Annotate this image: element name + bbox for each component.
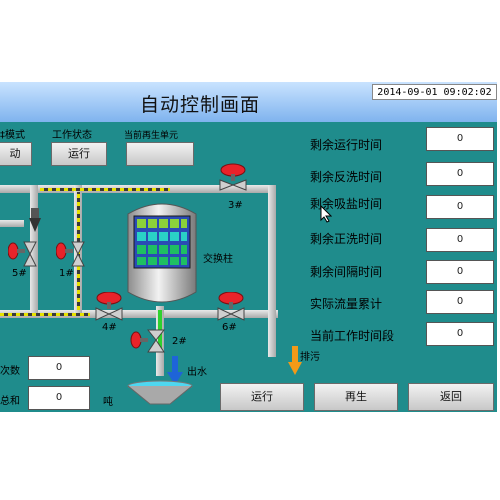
total-label: 总和 [0, 396, 20, 407]
valve-6-icon[interactable] [214, 292, 248, 322]
regen-unit-button[interactable] [126, 142, 194, 166]
mode-label: ‡模式 [0, 130, 25, 141]
title-bar: 自动控制画面 2014-09-01 09:02:02 [0, 82, 497, 122]
regenerate-button[interactable]: 再生 [314, 383, 398, 411]
drain-pipe [268, 185, 276, 357]
valve-1-label: 1# [59, 268, 74, 279]
timer-label-interval: 剩余间隔时间 [310, 265, 383, 279]
regen-unit-label: 当前再生单元 [124, 131, 179, 141]
timer-label-run: 剩余运行时间 [310, 138, 383, 152]
valve-4-label: 4# [102, 322, 117, 333]
middle-pipe [0, 310, 278, 318]
timer-value-backwash[interactable]: 0 [426, 162, 494, 186]
vessel-label: 交换柱 [203, 254, 233, 265]
valve-2-icon[interactable] [130, 328, 170, 354]
valve-6-label: 6# [222, 322, 237, 333]
mouse-cursor-icon [320, 205, 332, 223]
count-label: 次数 [0, 366, 20, 377]
work-state-button[interactable]: 运行 [51, 142, 107, 166]
count-value[interactable]: 0 [28, 356, 90, 380]
flow-total-value[interactable]: 0 [426, 290, 494, 314]
drain-arrow-icon [288, 346, 302, 375]
water-basin-icon [127, 380, 193, 405]
run-button[interactable]: 运行 [220, 383, 304, 411]
valve-1-icon[interactable] [56, 240, 90, 270]
timer-label-rinse: 剩余正洗时间 [310, 232, 383, 246]
left-vertical-pipe [30, 185, 38, 313]
flow-total-label: 实际流量累计 [310, 297, 383, 311]
work-period-value[interactable]: 0 [426, 322, 494, 346]
valve-5-label: 5# [12, 268, 27, 279]
work-state-label: 工作状态 [52, 130, 92, 141]
flow-indicator-bottom [0, 313, 90, 316]
page-title: 自动控制画面 [139, 94, 260, 116]
ion-exchange-vessel [127, 203, 197, 303]
outlet-arrow-icon [167, 356, 183, 385]
flow-indicator-top [40, 188, 170, 191]
back-button[interactable]: 返回 [408, 383, 494, 411]
branch-pipe-5 [0, 220, 24, 227]
check-valve-icon [29, 208, 41, 232]
work-period-label: 当前工作时间段 [310, 329, 395, 343]
mode-button[interactable]: 动 [0, 142, 32, 166]
timer-value-brine[interactable]: 0 [426, 195, 494, 219]
timer-value-run[interactable]: 0 [426, 127, 494, 151]
hmi-screen: 自动控制画面 2014-09-01 09:02:02 ‡模式 工作状态 当前再生… [0, 82, 497, 412]
valve-3-label: 3# [228, 200, 243, 211]
valve-2-label: 2# [172, 336, 187, 347]
timer-label-backwash: 剩余反洗时间 [310, 170, 383, 184]
valve-5-icon[interactable] [8, 240, 42, 270]
total-value[interactable]: 0 [28, 386, 90, 410]
outlet-label: 出水 [187, 367, 207, 378]
valve-4-icon[interactable] [92, 292, 126, 322]
drain-label: 排污 [300, 352, 320, 363]
valve-3-icon[interactable] [216, 162, 250, 192]
datetime-display: 2014-09-01 09:02:02 [372, 84, 497, 100]
timer-value-interval[interactable]: 0 [426, 260, 494, 284]
timer-label-brine: 剩余吸盐时间 [310, 197, 383, 211]
total-unit: 吨 [103, 397, 113, 408]
timer-value-rinse[interactable]: 0 [426, 228, 494, 252]
